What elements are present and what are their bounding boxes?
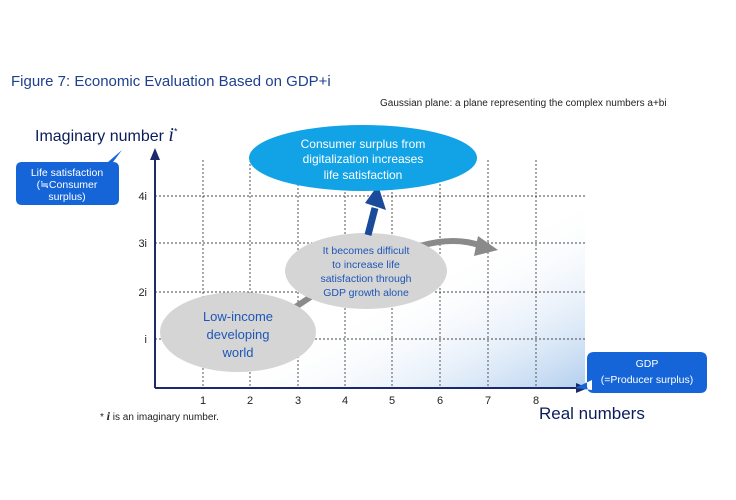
life-satisfaction-callout: Life satisfaction (≒Consumer surplus) bbox=[16, 150, 122, 205]
gdp-callout: GDP (=Producer surplus) bbox=[575, 352, 707, 393]
x-tick-label-6: 6 bbox=[437, 395, 443, 407]
y-axis-title: Imaginary number i* bbox=[35, 124, 177, 147]
blue-upward-arrow-shaft bbox=[364, 207, 379, 236]
axes bbox=[150, 148, 588, 393]
x-tick-labels: 1 2 3 4 5 6 7 8 bbox=[200, 395, 539, 407]
life-satisfaction-callout-shape bbox=[16, 150, 122, 205]
x-tick-label-2: 2 bbox=[247, 395, 253, 407]
life-satisfaction-line-1: Life satisfaction bbox=[31, 167, 104, 179]
y-tick-label-i: i bbox=[145, 334, 147, 346]
footnote-symbol: i bbox=[106, 409, 111, 423]
consumer-surplus-line-3: life satisfaction bbox=[324, 168, 403, 182]
y-axis-arrowhead bbox=[150, 148, 160, 160]
x-tick-label-5: 5 bbox=[389, 395, 395, 407]
y-tick-label-2i: 2i bbox=[138, 287, 147, 299]
x-tick-label-3: 3 bbox=[295, 395, 301, 407]
consumer-surplus-bubble: Consumer surplus from digitalization inc… bbox=[249, 125, 477, 191]
x-tick-label-7: 7 bbox=[485, 395, 491, 407]
difficulty-line-1: It becomes difficult bbox=[323, 245, 410, 257]
footnote-prefix: * bbox=[100, 412, 107, 423]
low-income-bubble: Low-income developing world bbox=[160, 292, 316, 372]
x-tick-label-1: 1 bbox=[200, 395, 206, 407]
consumer-surplus-line-2: digitalization increases bbox=[303, 152, 424, 166]
low-income-line-2: developing bbox=[207, 327, 270, 342]
difficulty-bubble-shape bbox=[285, 233, 447, 309]
low-income-line-3: world bbox=[221, 345, 253, 360]
gray-right-arrow-head bbox=[474, 236, 498, 256]
y-axis-symbol-asterisk: * bbox=[173, 126, 178, 137]
gdp-callout-line-2: (=Producer surplus) bbox=[601, 374, 694, 386]
low-income-bubble-shape bbox=[160, 292, 316, 372]
y-tick-labels: i 2i 3i 4i bbox=[138, 191, 147, 346]
footnote-text: is an imaginary number. bbox=[110, 412, 219, 423]
y-axis-title-text: Imaginary number bbox=[35, 128, 169, 145]
life-satisfaction-line-2: (≒Consumer bbox=[37, 179, 98, 191]
life-satisfaction-line-3: surplus) bbox=[48, 191, 85, 203]
gdp-callout-shape bbox=[575, 352, 707, 393]
low-income-line-1: Low-income bbox=[203, 309, 273, 324]
difficulty-line-4: GDP growth alone bbox=[323, 287, 409, 299]
consumer-surplus-line-1: Consumer surplus from bbox=[301, 137, 426, 151]
blue-upward-arrow-head bbox=[365, 185, 386, 210]
y-tick-label-4i: 4i bbox=[138, 191, 147, 203]
x-axis-title: Real numbers bbox=[539, 404, 645, 423]
figure-title: Figure 7: Economic Evaluation Based on G… bbox=[11, 73, 331, 90]
x-tick-label-8: 8 bbox=[533, 395, 539, 407]
footnote: * i is an imaginary number. bbox=[100, 409, 219, 424]
gaussian-plane-note: Gaussian plane: a plane representing the… bbox=[380, 98, 667, 109]
difficulty-line-2: to increase life bbox=[332, 259, 400, 271]
consumer-surplus-bubble-shape bbox=[249, 125, 477, 191]
difficulty-line-3: satisfaction through bbox=[320, 273, 411, 285]
gdp-callout-line-1: GDP bbox=[636, 358, 659, 370]
difficulty-bubble: It becomes difficult to increase life sa… bbox=[285, 233, 447, 309]
y-axis-symbol: i bbox=[168, 124, 174, 146]
y-tick-label-3i: 3i bbox=[138, 238, 147, 250]
x-tick-label-4: 4 bbox=[342, 395, 348, 407]
